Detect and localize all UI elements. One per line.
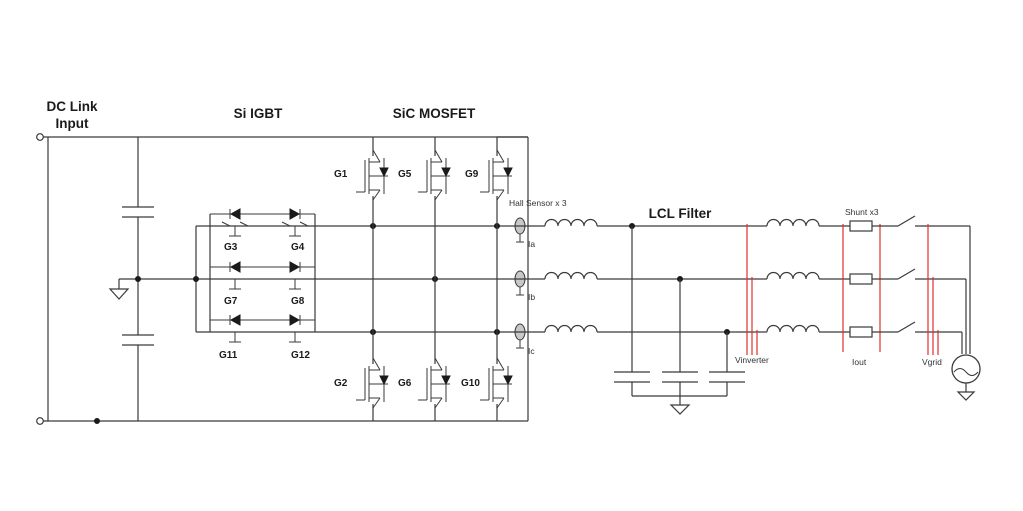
si-igbt-label: Si IGBT <box>234 106 284 121</box>
inductor-icon <box>544 324 598 333</box>
mosfet-g5 <box>418 149 451 201</box>
dc-link-label-line1: DC Link <box>46 99 97 114</box>
vgrid-label: Vgrid <box>922 357 942 367</box>
gate-label-g4: G4 <box>291 242 305 253</box>
inductor-icon <box>766 324 820 333</box>
shunt-resistors: Shunt x3 Iout <box>842 207 881 367</box>
shunt-label: Shunt x3 <box>845 207 879 217</box>
gate-label-g5: G5 <box>398 169 412 180</box>
resistor-icon <box>849 220 873 232</box>
grid-relays <box>872 215 970 333</box>
sic-mosfet-bridge: G1 G5 G9 G2 G6 G10 <box>334 136 529 421</box>
relay-switch-icon <box>897 268 916 280</box>
mosfet-g9 <box>480 149 513 201</box>
dc-link-input <box>36 133 528 425</box>
mosfet-g6 <box>418 357 451 409</box>
mosfet-g2 <box>356 357 389 409</box>
ground-icon <box>108 288 130 300</box>
inductor-icon <box>766 218 820 227</box>
gate-label-g6: G6 <box>398 378 412 389</box>
dc-negative-terminal <box>36 417 44 425</box>
gate-label-g10: G10 <box>461 378 480 389</box>
si-igbt-switches: G3 G4 G7 G8 G11 G12 <box>209 208 316 361</box>
junction-dot <box>94 418 100 424</box>
relay-switch-icon <box>897 215 916 227</box>
grid-source <box>951 226 981 401</box>
relay-switch-icon <box>897 321 916 333</box>
dc-link-label-line2: Input <box>56 116 89 131</box>
gate-label-g11: G11 <box>219 350 238 361</box>
current-label-ib: Ib <box>528 292 535 302</box>
sic-mosfet-label: SiC MOSFET <box>393 106 476 121</box>
mosfet-g1 <box>356 149 389 201</box>
vgrid-measurement: Vgrid <box>922 224 942 367</box>
lcl-filter-capacitors <box>614 223 745 415</box>
grid-inductors <box>745 218 850 333</box>
ac-grid-source-icon <box>951 354 981 384</box>
vinverter-measurement: Vinverter <box>735 224 769 365</box>
inductor-icon <box>544 218 598 227</box>
junction-dot <box>135 276 141 282</box>
hall-sensor-label: Hall Sensor x 3 <box>509 198 567 208</box>
resistor-icon <box>849 326 873 338</box>
gate-label-g8: G8 <box>291 296 305 307</box>
ground-icon <box>956 391 976 401</box>
gate-label-g7: G7 <box>224 296 238 307</box>
inductor-icon <box>544 271 598 280</box>
sine-icon <box>953 368 979 376</box>
iout-label: Iout <box>852 357 867 367</box>
phase-lines <box>193 223 510 335</box>
inverter-inductors <box>510 218 745 333</box>
lcl-filter-label: LCL Filter <box>649 206 713 221</box>
mosfet-g10 <box>480 357 513 409</box>
gate-label-g2: G2 <box>334 378 348 389</box>
vinverter-label: Vinverter <box>735 355 769 365</box>
gate-label-g1: G1 <box>334 169 348 180</box>
current-label-ic: Ic <box>528 346 535 356</box>
ground-icon <box>669 404 691 415</box>
inductor-icon <box>766 271 820 280</box>
current-label-ia: Ia <box>528 239 535 249</box>
gate-label-g9: G9 <box>465 169 479 180</box>
dc-positive-terminal <box>36 133 44 141</box>
gate-label-g3: G3 <box>224 242 238 253</box>
gate-label-g12: G12 <box>291 350 310 361</box>
dc-link-capacitors <box>108 137 196 421</box>
resistor-icon <box>849 273 873 285</box>
